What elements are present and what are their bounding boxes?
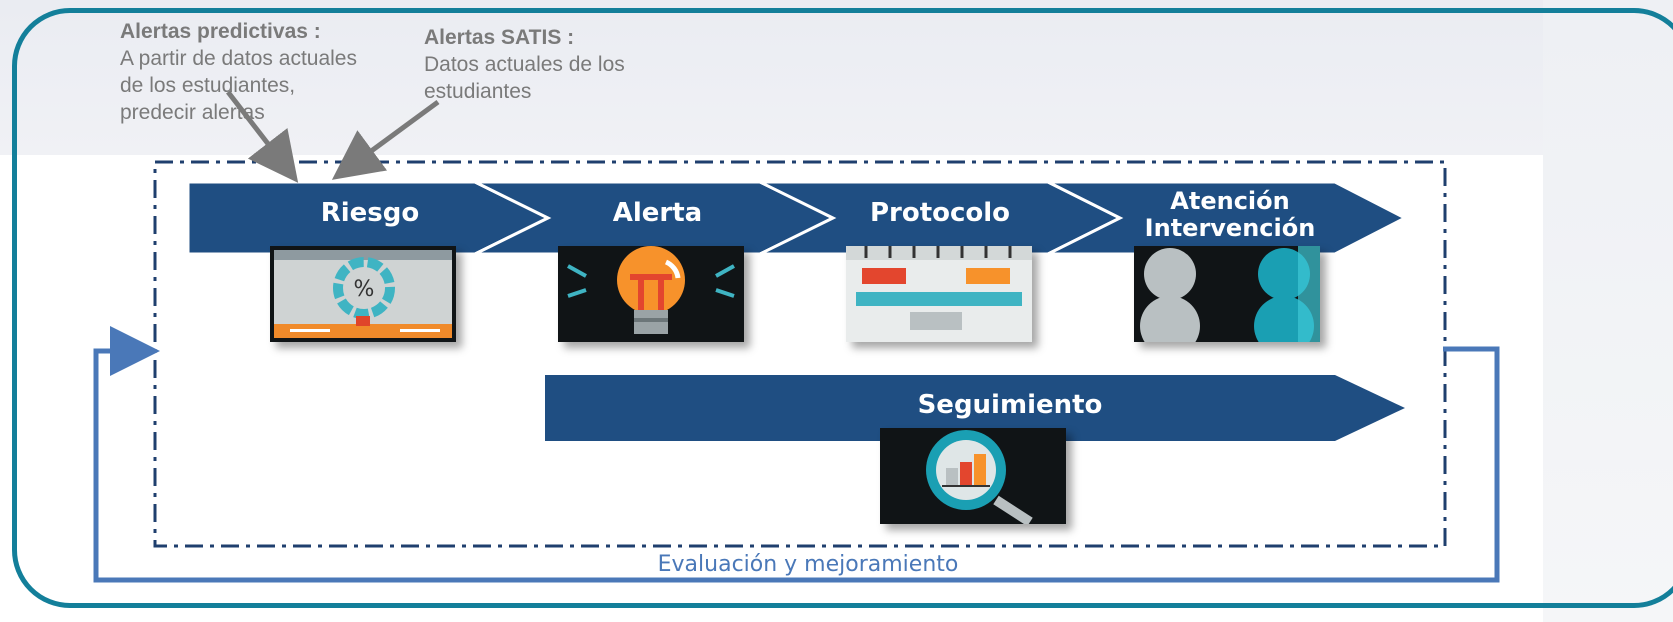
- background-right: [1543, 0, 1673, 622]
- step-atencion-line1: Atención: [1170, 187, 1290, 215]
- evaluation-loop-arrow: [93, 326, 1500, 583]
- calendar-icon: [846, 246, 1032, 342]
- magnifier-bar-chart-icon: [880, 428, 1066, 524]
- people-icon: [1134, 246, 1320, 342]
- note-body: A partir de datos actuales de los estudi…: [120, 47, 357, 124]
- dash-dot-boundary: [153, 160, 1447, 548]
- svg-text:%: %: [354, 277, 375, 302]
- chevron-seguimiento: [545, 375, 1405, 441]
- chevron-atencion: [1047, 180, 1409, 256]
- note-title: Alertas predictivas :: [120, 20, 321, 43]
- note-alertas-satis: Alertas SATIS : Datos actuales de los es…: [424, 24, 674, 105]
- step-seguimiento-label: Seguimiento: [917, 390, 1103, 420]
- step-atencion-label: Atención Intervención: [1100, 188, 1360, 242]
- arrow-satis: [331, 99, 440, 180]
- step-atencion-line2: Intervención: [1144, 214, 1316, 242]
- step-riesgo-label: Riesgo: [320, 198, 420, 228]
- arrow-predictivas: [226, 90, 299, 183]
- light-bulb-icon: [558, 246, 744, 342]
- percentage-chart-icon: %: [270, 246, 456, 342]
- note-alertas-predictivas: Alertas predictivas : A partir de datos …: [120, 18, 360, 126]
- step-alerta-label: Alerta: [612, 198, 703, 228]
- note-title: Alertas SATIS :: [424, 26, 575, 49]
- step-protocolo-label: Protocolo: [869, 198, 1011, 228]
- note-body: Datos actuales de los estudiantes: [424, 53, 625, 103]
- rounded-frame: [12, 8, 1673, 608]
- loop-label: Evaluación y mejoramiento: [657, 552, 959, 577]
